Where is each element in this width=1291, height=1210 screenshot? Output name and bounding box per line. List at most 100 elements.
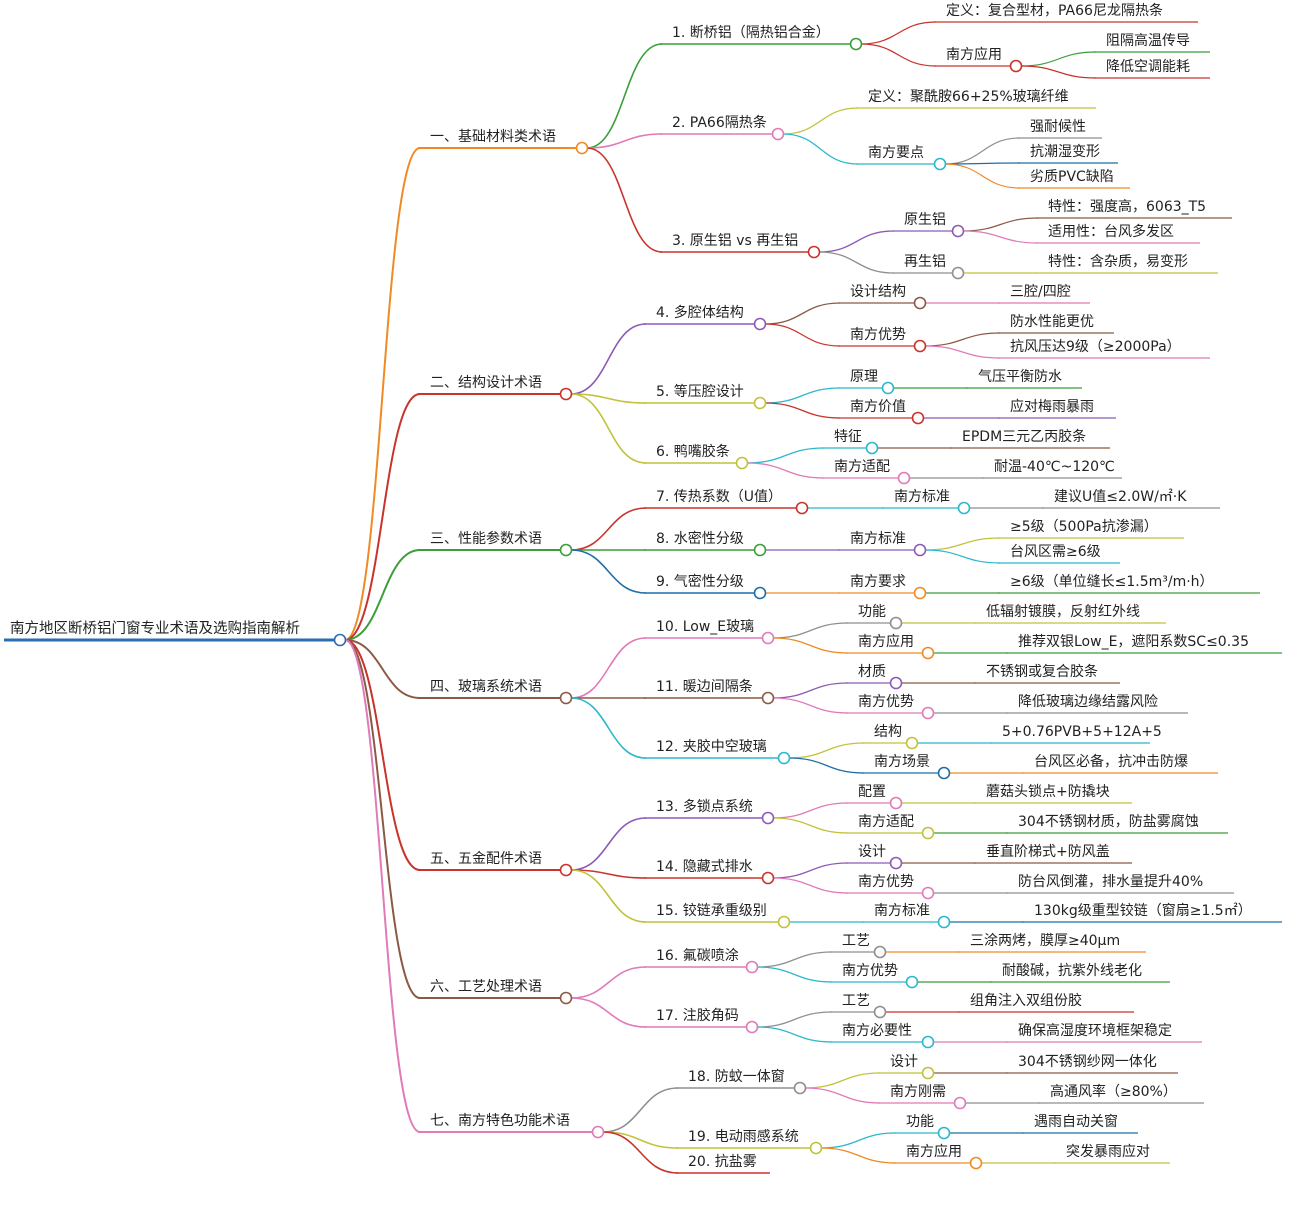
leaf-label: 三腔/四腔	[1010, 284, 1071, 300]
sub-node-circle[interactable]	[889, 616, 903, 630]
term-label: 15. 铰链承重级别	[656, 903, 767, 919]
sub-node-circle[interactable]	[921, 706, 935, 720]
term-node-circle[interactable]	[771, 127, 785, 141]
sub-label: 南方应用	[946, 46, 1002, 63]
term-node-circle[interactable]	[761, 631, 775, 645]
sub-node-circle[interactable]	[921, 826, 935, 840]
term-node-circle[interactable]	[761, 871, 775, 885]
category-node-circle[interactable]	[559, 991, 573, 1005]
leaf-label: 特性：含杂质，易变形	[1048, 254, 1188, 270]
leaf-label: 遇雨自动关窗	[1034, 1113, 1118, 1130]
sub-label: 南方优势	[850, 327, 906, 343]
sub-connector	[772, 622, 849, 639]
leaf-label: 确保高湿度环境框架稳定	[1018, 1022, 1172, 1039]
sub-label: 工艺	[842, 933, 870, 949]
term-node-circle[interactable]	[793, 1081, 807, 1095]
sub-node-circle[interactable]	[889, 856, 903, 870]
term-label: 18. 防蚊一体窗	[688, 1068, 785, 1085]
sub-connector	[764, 302, 841, 325]
sub-node-circle[interactable]	[969, 1156, 983, 1170]
sub-node-circle[interactable]	[951, 266, 965, 280]
term-connector	[570, 966, 647, 999]
sub-connector	[804, 1072, 881, 1089]
sub-label: 南方标准	[894, 489, 950, 505]
sub-connector	[756, 1026, 833, 1043]
term-node-circle[interactable]	[849, 37, 863, 51]
term-node-circle[interactable]	[761, 811, 775, 825]
sub-node-circle[interactable]	[889, 796, 903, 810]
sub-node-circle[interactable]	[905, 736, 919, 750]
category-label: 五、五金配件术语	[430, 851, 542, 867]
term-node-circle[interactable]	[795, 501, 809, 515]
term-node-circle[interactable]	[735, 456, 749, 470]
leaf-label: 防水性能更优	[1010, 314, 1094, 330]
sub-connector	[756, 1011, 833, 1028]
leaf-label: 突发暴雨应对	[1066, 1143, 1150, 1160]
sub-node-circle[interactable]	[905, 975, 919, 989]
sub-node-circle[interactable]	[921, 1035, 935, 1049]
term-node-circle[interactable]	[777, 751, 791, 765]
sub-node-circle[interactable]	[957, 501, 971, 515]
category-node-circle[interactable]	[559, 863, 573, 877]
sub-connector	[756, 966, 833, 983]
sub-label: 特征	[834, 429, 862, 445]
sub-node-circle[interactable]	[913, 586, 927, 600]
leaf-label: 高通风率（≥80%）	[1050, 1083, 1177, 1100]
sub-connector	[772, 697, 849, 714]
term-node-circle[interactable]	[753, 586, 767, 600]
sub-label: 南方优势	[858, 694, 914, 710]
category-node-circle[interactable]	[559, 387, 573, 401]
sub-label: 南方要点	[868, 145, 924, 161]
leaf-connector	[924, 549, 1001, 564]
term-node-circle[interactable]	[809, 1141, 823, 1155]
sub-label: 南方优势	[842, 963, 898, 979]
term-node-circle[interactable]	[807, 245, 821, 259]
leaf-connector	[962, 217, 1039, 232]
sub-connector	[746, 462, 825, 479]
term-node-circle[interactable]	[753, 317, 767, 331]
sub-node-circle[interactable]	[897, 471, 911, 485]
category-node-circle[interactable]	[559, 543, 573, 557]
sub-node-circle[interactable]	[889, 676, 903, 690]
root-node-circle[interactable]	[333, 633, 347, 647]
sub-node-circle[interactable]	[937, 766, 951, 780]
sub-label: 定义：聚酰胺66+25%玻璃纤维	[868, 88, 1069, 105]
sub-node-circle[interactable]	[913, 543, 927, 557]
sub-node-circle[interactable]	[881, 381, 895, 395]
term-node-circle[interactable]	[753, 396, 767, 410]
sub-label: 南方优势	[858, 874, 914, 890]
sub-connector	[820, 1132, 897, 1149]
sub-node-circle[interactable]	[921, 1066, 935, 1080]
sub-node-circle[interactable]	[913, 339, 927, 353]
term-label: 14. 隐藏式排水	[656, 859, 753, 875]
sub-node-circle[interactable]	[1009, 59, 1023, 73]
term-node-circle[interactable]	[753, 543, 767, 557]
term-node-circle[interactable]	[745, 960, 759, 974]
term-node-circle[interactable]	[745, 1020, 759, 1034]
sub-label: 南方适配	[834, 459, 890, 475]
sub-node-circle[interactable]	[911, 411, 925, 425]
sub-node-circle[interactable]	[873, 1005, 887, 1019]
leaf-label: 强耐候性	[1030, 119, 1086, 135]
term-node-circle[interactable]	[761, 691, 775, 705]
sub-node-circle[interactable]	[937, 915, 951, 929]
category-node-circle[interactable]	[591, 1125, 605, 1139]
term-label: 13. 多锁点系统	[656, 798, 753, 815]
sub-connector	[764, 402, 841, 419]
term-node-circle[interactable]	[777, 915, 791, 929]
sub-connector	[746, 447, 825, 464]
sub-node-circle[interactable]	[913, 296, 927, 310]
sub-label: 结构	[874, 724, 902, 740]
sub-label: 南方必要性	[842, 1023, 912, 1039]
sub-node-circle[interactable]	[951, 224, 965, 238]
sub-node-circle[interactable]	[953, 1096, 967, 1110]
sub-node-circle[interactable]	[937, 1126, 951, 1140]
category-node-circle[interactable]	[559, 691, 573, 705]
sub-node-circle[interactable]	[921, 646, 935, 660]
sub-node-circle[interactable]	[933, 157, 947, 171]
category-label: 六、工艺处理术语	[430, 979, 542, 995]
sub-node-circle[interactable]	[865, 441, 879, 455]
sub-node-circle[interactable]	[873, 945, 887, 959]
category-node-circle[interactable]	[575, 141, 589, 155]
sub-node-circle[interactable]	[921, 886, 935, 900]
